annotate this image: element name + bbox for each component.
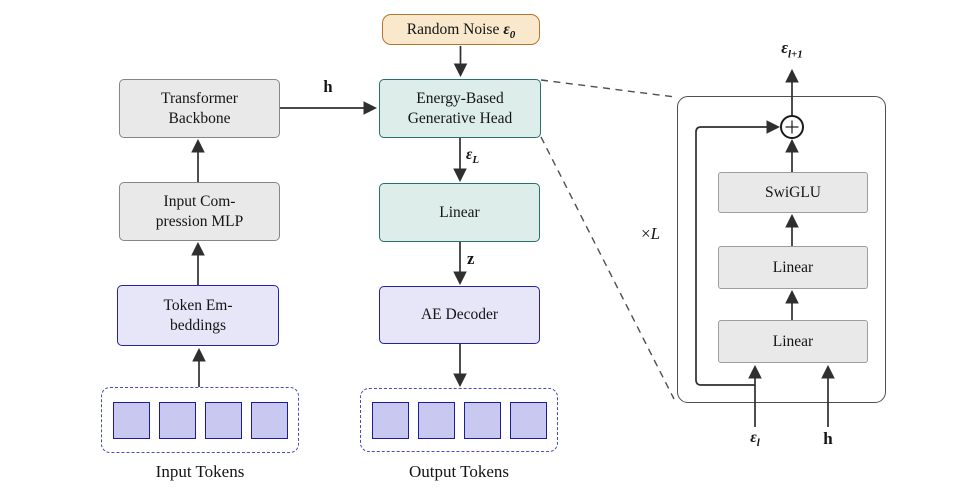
mlp-line1: Input Com- [163, 193, 236, 211]
input-tokens-container [101, 387, 299, 453]
embeddings-line1: Token Em- [163, 297, 233, 315]
detail-linear-lower-box: Linear [718, 320, 868, 363]
epsilon-L-label: εL [466, 146, 480, 167]
token-square [158, 401, 196, 439]
token-square [204, 401, 242, 439]
epsilon-0-symbol: ε0 [503, 20, 516, 41]
embeddings-line2: beddings [170, 316, 226, 334]
residual-block-panel [677, 96, 886, 403]
token-square [371, 401, 409, 439]
ae-decoder-box: AE Decoder [379, 286, 540, 344]
token-square [417, 401, 455, 439]
output-tokens-caption: Output Tokens [408, 462, 510, 481]
callout-dash-top [540, 79, 676, 98]
h-wire-label: h [323, 77, 333, 96]
backbone-line1: Transformer [161, 90, 238, 108]
transformer-backbone-box: Transformer Backbone [119, 79, 280, 138]
random-noise-label: Random Noise [406, 20, 500, 38]
linear-box: Linear [379, 183, 540, 242]
swiglu-box: SwiGLU [718, 172, 868, 213]
ae-decoder-label: AE Decoder [420, 306, 499, 324]
energy-head-line2: Generative Head [407, 109, 513, 127]
z-wire-label: z [467, 249, 475, 268]
swiglu-label: SwiGLU [765, 183, 821, 201]
detail-linear-lower-label: Linear [772, 332, 814, 350]
energy-head-line1: Energy-Based [416, 90, 504, 108]
epsilon-out-label: εl+1 [781, 38, 803, 61]
token-square [509, 401, 547, 439]
token-square [112, 401, 150, 439]
detail-linear-upper-label: Linear [772, 258, 814, 276]
token-square [250, 401, 288, 439]
token-embeddings-box: Token Em- beddings [117, 285, 279, 346]
mlp-line2: pression MLP [155, 212, 244, 230]
h-in-label: h [823, 429, 833, 448]
random-noise-box: Random Noise ε0 [382, 14, 540, 45]
detail-linear-upper-box: Linear [718, 246, 868, 289]
times-L-label: ×L [641, 224, 661, 243]
input-tokens-caption: Input Tokens [155, 462, 245, 481]
energy-head-box: Energy-Based Generative Head [379, 79, 541, 138]
backbone-line2: Backbone [168, 109, 231, 127]
linear-label: Linear [439, 203, 480, 221]
input-compression-mlp-box: Input Com- pression MLP [119, 182, 280, 241]
output-tokens-container [360, 388, 558, 452]
token-square [463, 401, 501, 439]
epsilon-in-label: εl [750, 429, 760, 450]
callout-dash-bottom [540, 136, 675, 400]
